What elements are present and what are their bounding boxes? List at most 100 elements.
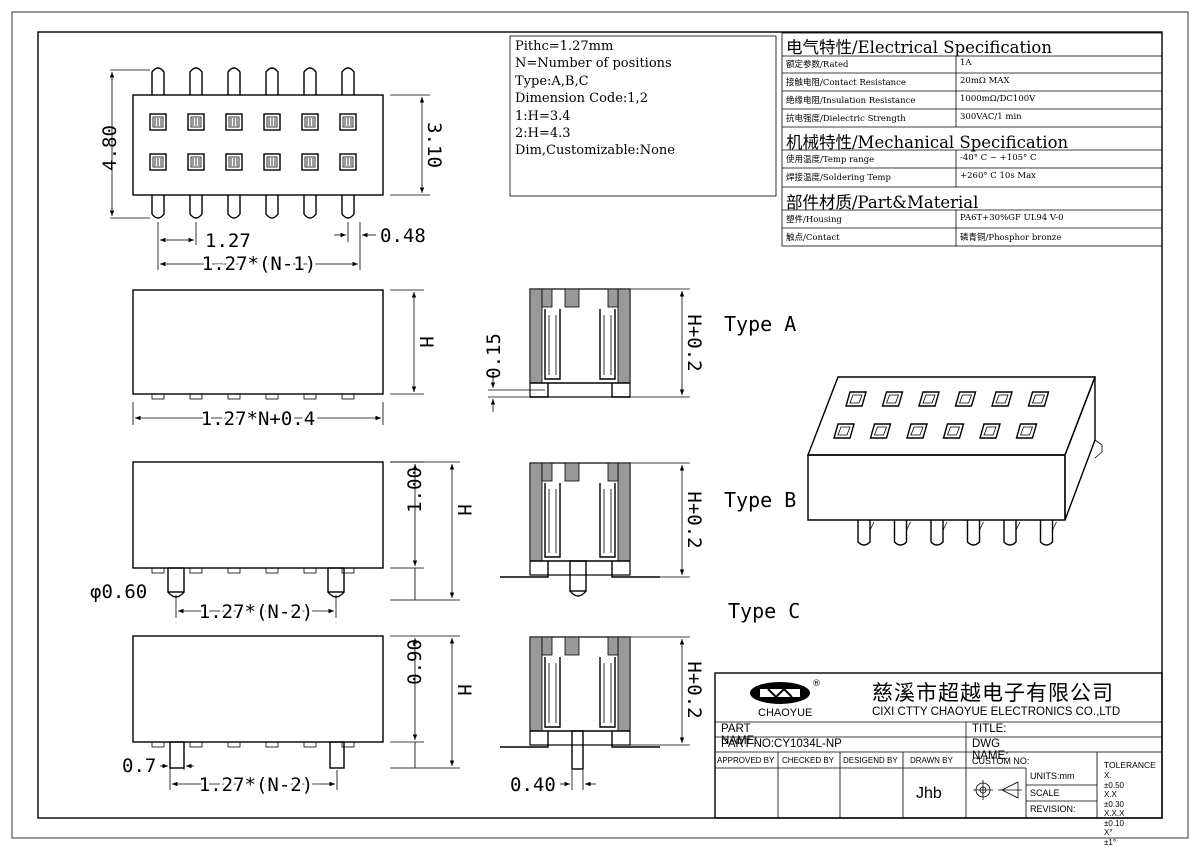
iso-hole-inner — [922, 394, 936, 404]
dim-b-post: φ0.60 — [90, 581, 147, 603]
housing-wall — [617, 288, 631, 384]
pin-stub — [341, 393, 355, 400]
contact-hole — [187, 113, 205, 131]
pin-foot — [500, 731, 549, 748]
iso-hole-inner — [1031, 394, 1046, 404]
spec-label: 绝缘电阻/Insulation Resistance — [786, 96, 916, 106]
note-line: 2:H=4.3 — [515, 126, 571, 142]
logo-text: CHAOYUE — [758, 707, 813, 719]
title-label: TITLE: — [972, 723, 1007, 735]
housing-rib — [607, 462, 619, 482]
contact-spring — [548, 315, 557, 375]
pin-stub — [265, 567, 279, 574]
pin-stub — [227, 741, 241, 748]
checked-by-label: CHECKED BY — [782, 756, 835, 765]
tolerance-key: X.X.X — [1104, 809, 1125, 818]
dim-c-height: 0.90 — [404, 639, 426, 685]
locating-post-tip — [569, 590, 587, 597]
contact-spring — [548, 489, 557, 553]
note-line: Type:A,B,C — [515, 73, 589, 89]
housing-rib — [541, 636, 553, 656]
dim-pitch-n1: 1.27*(N-1) — [202, 253, 316, 275]
spec-label: 触点/Contact — [786, 233, 840, 243]
side-view-a: H 1.27*N+0.4 — [132, 289, 437, 433]
pin — [189, 195, 203, 219]
section-c — [500, 636, 660, 770]
dim-b-height: 1.00 — [404, 467, 426, 513]
iso-pin — [893, 520, 908, 546]
spec-value: PA6T+30%GF UL94 V-0 — [960, 213, 1064, 223]
spec-value: 300VAC/1 min — [960, 112, 1022, 122]
note-line: 1:H=3.4 — [515, 108, 571, 124]
dim-pitch: 1.27 — [205, 230, 251, 252]
iso-hole-inner — [849, 394, 863, 404]
dim-c-pitch: 1.27*(N-2) — [199, 774, 313, 796]
iso-hole-inner — [885, 394, 900, 404]
tolerance-value: ±1° — [1104, 837, 1117, 847]
dim-b-pitch: 1.27*(N-2) — [199, 601, 313, 623]
pin-stub — [265, 393, 279, 400]
iso-hole — [833, 423, 855, 439]
contact-hole-inner — [190, 156, 202, 168]
contact-spring — [603, 663, 612, 723]
contact-hole-inner — [190, 116, 202, 128]
dim-b-h-plus: H+0.2 — [683, 491, 705, 548]
dim-height-total: 4.80 — [99, 125, 121, 171]
pin-stub — [303, 741, 317, 748]
spec-value: -40° C ~ +105° C — [960, 153, 1037, 163]
contact-hole — [225, 153, 243, 171]
projection-symbol-icon — [973, 780, 1022, 800]
housing-wall — [617, 636, 631, 732]
contact-hole-inner — [304, 116, 316, 128]
contact-hole-inner — [228, 116, 240, 128]
contact — [599, 309, 616, 380]
note-line: Dim,Customizable:None — [515, 143, 675, 159]
spec-value: 1000mΩ/DC100V — [960, 94, 1036, 104]
tolerance-key: X° — [1104, 828, 1113, 837]
pin-stub — [341, 567, 355, 574]
pin-stub — [151, 567, 165, 574]
pin-stub — [341, 741, 355, 748]
pin-stub — [227, 393, 241, 400]
type-b-label: Type B — [724, 488, 796, 512]
contact-hole — [149, 153, 167, 171]
contact-hole — [339, 153, 357, 171]
contact-hole-inner — [266, 116, 278, 128]
tolerance-value: ±0.30 — [1104, 799, 1124, 809]
locating-post — [571, 730, 584, 770]
iso-pin — [966, 520, 981, 546]
tolerance-key: X. — [1104, 771, 1112, 780]
spec-table — [781, 32, 1163, 247]
contact — [599, 657, 616, 728]
iso-hole-inner — [946, 426, 961, 436]
mechanical-title: 机械特性/Mechanical Specification — [786, 133, 1069, 152]
spec-label: 塑件/Housing — [786, 215, 842, 225]
pin-stub — [303, 567, 317, 574]
side-view-c: 0.90 H 0.7 1.27*(N-2) — [122, 635, 475, 799]
contact-hole-inner — [304, 156, 316, 168]
contact — [599, 483, 616, 558]
scale-label: SCALE — [1030, 788, 1060, 798]
pin-stub — [189, 567, 203, 574]
contact-hole — [263, 153, 281, 171]
housing-wall — [529, 288, 543, 384]
iso-hole — [954, 391, 977, 407]
type-a-label: Type A — [724, 312, 796, 336]
housing-rib — [541, 462, 553, 482]
contact — [544, 657, 561, 728]
pin-stub — [151, 393, 165, 400]
dim-length-total: 1.27*N+0.4 — [201, 408, 315, 430]
dim-offset: 0.15 — [483, 333, 505, 379]
housing-wall — [529, 636, 543, 732]
iso-pin — [857, 520, 871, 546]
housing-rib — [541, 288, 553, 308]
custom-no-label: CUSTOM NO: — [972, 756, 1030, 766]
pin-stub — [151, 741, 165, 748]
iso-hole-inner — [873, 426, 888, 436]
outer-border — [11, 11, 1189, 839]
contact-hole-inner — [342, 116, 354, 128]
note-line: N=Number of positions — [515, 56, 672, 72]
dim-pin-width: 0.48 — [380, 225, 426, 247]
contact-hole-inner — [228, 156, 240, 168]
pin — [265, 67, 279, 95]
